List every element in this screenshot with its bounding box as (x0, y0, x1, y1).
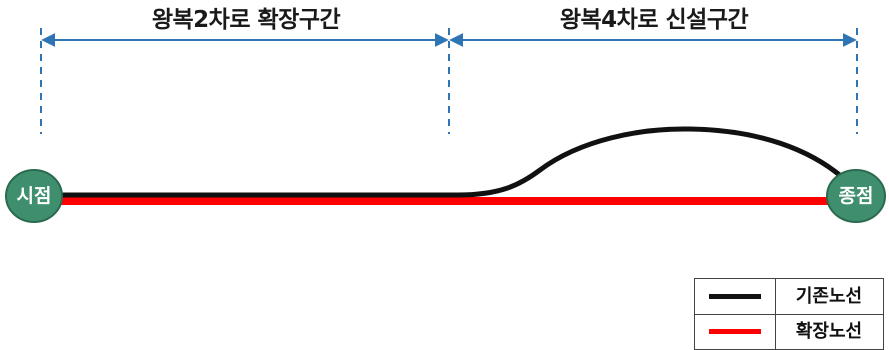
diagram-graphics (5, 28, 886, 223)
end-node-circle (826, 169, 886, 223)
start-node-label: 시점 (16, 185, 52, 207)
legend-row-expansion: 확장노선 (695, 314, 883, 349)
legend-label-existing: 기존노선 (795, 286, 863, 307)
legend-label-expansion: 확장노선 (795, 321, 863, 342)
start-node-circle (5, 169, 63, 223)
section-2-title: 왕복4차로 신설구간 (559, 7, 749, 33)
legend-swatch-cell-expansion (695, 314, 776, 349)
legend: 기존노선 확장노선 (694, 278, 884, 350)
legend-swatch-cell-existing (695, 279, 776, 314)
legend-swatch-existing (709, 294, 761, 299)
existing-route-line (60, 126, 844, 198)
legend-row-existing: 기존노선 (695, 279, 883, 315)
end-node-label: 종점 (838, 185, 874, 207)
route-diagram: 왕복2차로 확장구간 왕복4차로 신설구간 시점 종점 기존노선 확장노선 (5, 7, 886, 350)
section-1-title: 왕복2차로 확장구간 (151, 7, 341, 33)
legend-swatch-expansion (709, 329, 761, 334)
